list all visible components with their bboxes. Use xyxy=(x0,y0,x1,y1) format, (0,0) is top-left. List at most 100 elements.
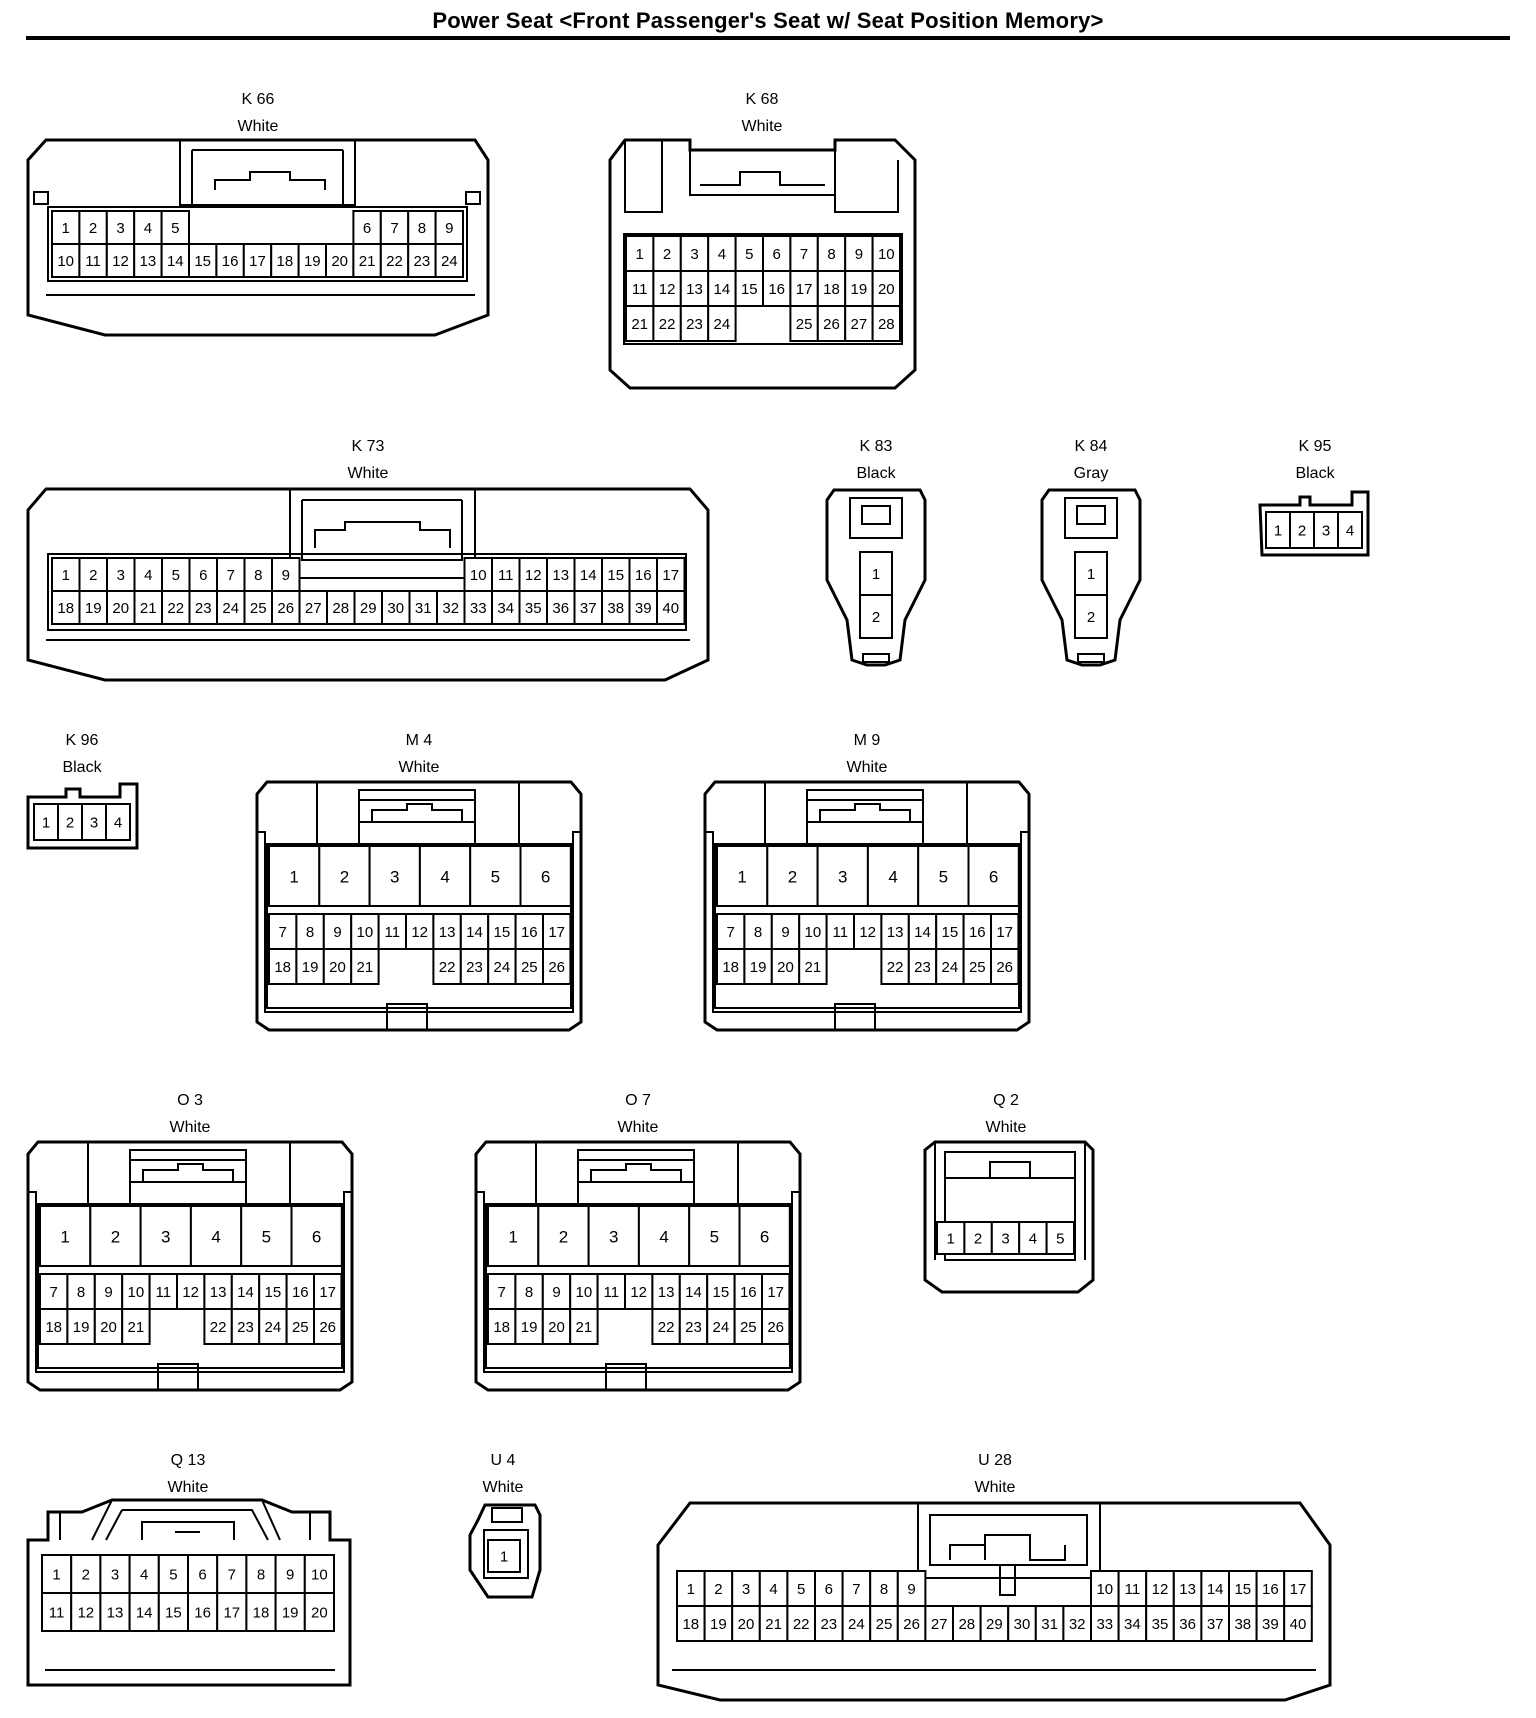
pin-cell xyxy=(1255,1605,1286,1642)
pin-number: 22 xyxy=(386,253,403,270)
pin-cell xyxy=(731,1570,761,1607)
pin-cavity: 13 xyxy=(203,1273,233,1310)
pin-cavity: 5 xyxy=(240,1205,293,1267)
pin-cavity: 21 xyxy=(625,305,655,342)
pin-cell xyxy=(917,845,970,907)
pin-number: 4 xyxy=(1029,1231,1037,1248)
pin-cavity: 3 xyxy=(990,1221,1021,1255)
pin-cavity: 9 xyxy=(844,235,874,272)
pin-number: 8 xyxy=(754,924,762,941)
pin-number: 23 xyxy=(195,600,212,617)
pin-number: 21 xyxy=(140,600,157,617)
pin-cavity: 11 xyxy=(625,270,655,307)
pin-number: 37 xyxy=(1207,1616,1224,1633)
pin-cell xyxy=(766,845,819,907)
pin-cell xyxy=(656,557,686,592)
pin-number: 5 xyxy=(172,567,180,584)
pin-number: 10 xyxy=(470,567,487,584)
pin-cell xyxy=(816,845,869,907)
pin-number: 2 xyxy=(89,220,97,237)
pin-cavity: 2 xyxy=(766,845,819,907)
connector-latch xyxy=(578,1159,694,1390)
connector-housing xyxy=(1040,488,1142,667)
pin-number: 13 xyxy=(887,924,904,941)
pin-number: 3 xyxy=(690,246,698,263)
pin-number: 18 xyxy=(823,281,840,298)
pin-cavity: 8 xyxy=(514,1273,544,1310)
pin-cavity: 13 xyxy=(651,1273,681,1310)
pin-number: 12 xyxy=(112,253,129,270)
pin-number: 26 xyxy=(767,1319,784,1336)
pin-cell xyxy=(295,948,325,985)
pin-number: 3 xyxy=(1001,1231,1009,1248)
pin-number: 38 xyxy=(1234,1616,1251,1633)
pin-cavity: 22 xyxy=(651,1308,681,1345)
pin-cavity: 13 xyxy=(546,557,576,592)
pin-number: 17 xyxy=(767,1284,784,1301)
pin-cavity: 17 xyxy=(1283,1570,1313,1607)
connector-housing xyxy=(825,488,927,667)
pin-cell xyxy=(216,590,246,625)
pin-number: 10 xyxy=(128,1284,145,1301)
pin-number: 2 xyxy=(1087,609,1095,626)
pin-cavity: 14 xyxy=(907,913,938,950)
pin-cavity: 3 xyxy=(731,1570,761,1607)
pin-cell xyxy=(99,1554,131,1594)
pin-number: 11 xyxy=(833,924,849,941)
pin-cavity: 3 xyxy=(816,845,869,907)
pin-cell xyxy=(78,590,108,625)
pin-number: 23 xyxy=(820,1616,837,1633)
pin-cavity: 3 xyxy=(106,557,136,592)
pin-cavity: 9 xyxy=(274,1554,306,1594)
pin-number: 9 xyxy=(445,220,453,237)
pin-number: 24 xyxy=(714,316,731,333)
pin-cavity: 15 xyxy=(258,1273,288,1310)
pin-cavity: 20 xyxy=(322,948,353,985)
pin-cavity: 15 xyxy=(188,243,218,278)
pin-number: 13 xyxy=(439,924,456,941)
pin-cavity: 12 xyxy=(518,557,548,592)
pin-number: 1 xyxy=(636,246,644,263)
pin-cell xyxy=(734,270,764,307)
pin-cavity: 13 xyxy=(880,913,910,950)
pin-number: 16 xyxy=(292,1284,309,1301)
pin-cavity: 3 xyxy=(1313,511,1339,549)
pin-cavity: 10 xyxy=(871,235,901,272)
pin-number: 17 xyxy=(223,1605,240,1622)
pin-number: 10 xyxy=(357,924,374,941)
pin-number: 1 xyxy=(872,566,880,583)
pin-cavity: 2 xyxy=(652,235,682,272)
pin-cavity: 16 xyxy=(285,1273,316,1310)
pin-number: 12 xyxy=(411,924,428,941)
pin-cell xyxy=(469,845,522,907)
pin-cavity: 1 xyxy=(487,1205,540,1267)
pin-cavity: 7 xyxy=(39,1273,69,1310)
connector-label: K 84 xyxy=(1075,438,1108,455)
pin-cell xyxy=(542,948,572,985)
pin-number: 24 xyxy=(441,253,458,270)
pin-cavity: 39 xyxy=(628,590,658,625)
pin-cavity: 20 xyxy=(325,243,355,278)
pin-number: 9 xyxy=(333,924,341,941)
pin-cell xyxy=(706,1308,736,1345)
connector-color-label: White xyxy=(483,1479,524,1496)
pin-cavity: 24 xyxy=(258,1308,288,1345)
pin-cell xyxy=(188,243,218,278)
pin-cavity: 7 xyxy=(216,1554,248,1594)
pin-number: 25 xyxy=(876,1616,893,1633)
pin-cell xyxy=(216,1554,248,1594)
pin-number: 1 xyxy=(289,868,298,887)
pin-cell xyxy=(1200,1570,1231,1607)
pin-number: 5 xyxy=(171,220,179,237)
pin-cell xyxy=(1007,1605,1037,1642)
pin-cavity: 2 xyxy=(859,594,893,639)
pin-number: 5 xyxy=(262,1228,271,1247)
pin-cell xyxy=(761,1308,791,1345)
pin-number: 23 xyxy=(414,253,431,270)
connector-housing xyxy=(255,780,583,1032)
pin-cell xyxy=(967,845,1020,907)
pin-cell xyxy=(546,590,576,625)
pin-number: 4 xyxy=(769,1581,777,1598)
pin-cavity: 4 xyxy=(1018,1221,1048,1255)
